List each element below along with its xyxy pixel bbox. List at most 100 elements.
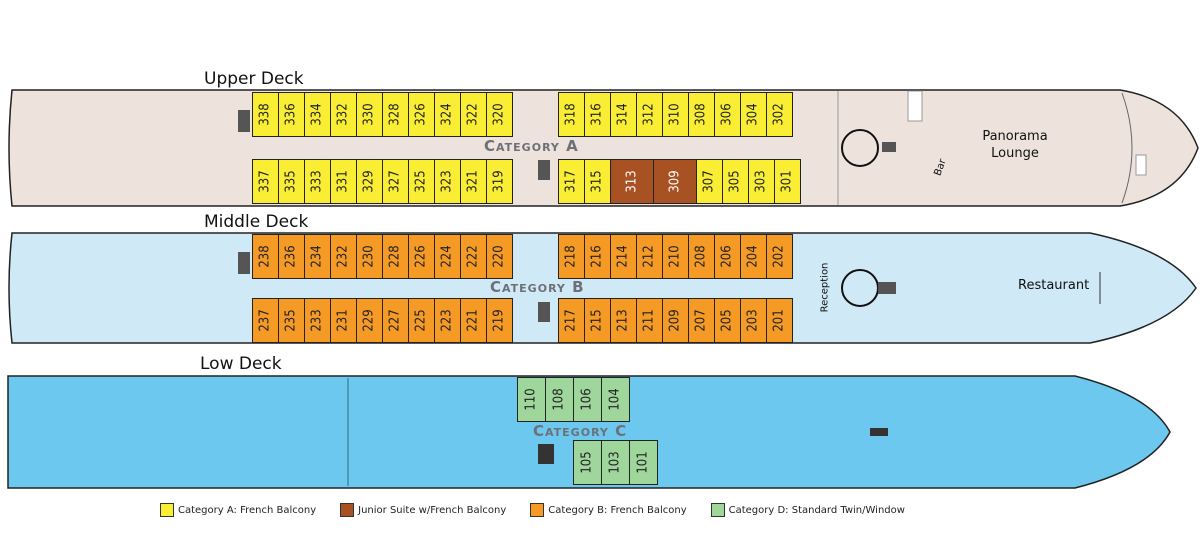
cabin[interactable]: 217 [558,298,585,343]
cabin[interactable]: 321 [460,159,487,204]
cabin[interactable]: 301 [774,159,801,204]
cabin[interactable]: 104 [601,377,630,422]
cabin[interactable]: 315 [584,159,611,204]
cabin[interactable]: 228 [382,234,409,279]
cabin[interactable]: 326 [408,92,435,137]
cabin[interactable]: 303 [748,159,775,204]
cabin[interactable]: 322 [460,92,487,137]
cabin[interactable]: 233 [304,298,331,343]
cabin[interactable]: 226 [408,234,435,279]
cabin[interactable]: 238 [252,234,279,279]
cabin[interactable]: 231 [330,298,357,343]
cabin[interactable]: 203 [740,298,767,343]
cabin[interactable]: 205 [714,298,741,343]
cabin[interactable]: 103 [601,440,630,485]
cabin[interactable]: 105 [573,440,602,485]
cabin[interactable]: 214 [610,234,637,279]
cabin[interactable]: 332 [330,92,357,137]
cabin[interactable]: 222 [460,234,487,279]
cabin[interactable]: 337 [252,159,279,204]
cabin[interactable]: 108 [545,377,574,422]
cabin[interactable]: 325 [408,159,435,204]
cabin[interactable]: 318 [558,92,585,137]
cabin[interactable]: 202 [766,234,793,279]
cabin[interactable]: 232 [330,234,357,279]
middle-bottom-left-row: 237 235 233 231 229 227 225 223 221 219 [252,298,513,343]
legend: Category A: French Balcony Junior Suite … [160,503,929,517]
junior-suite-cabin[interactable]: 309 [653,159,697,204]
cabin[interactable]: 236 [278,234,305,279]
cabin[interactable]: 209 [662,298,689,343]
panorama-lounge-label: Panorama Lounge [982,129,1048,161]
cabin[interactable]: 324 [434,92,461,137]
cabin[interactable]: 106 [573,377,602,422]
cabin[interactable]: 230 [356,234,383,279]
cabin[interactable]: 319 [486,159,513,204]
cabin[interactable]: 317 [558,159,585,204]
cabin[interactable]: 328 [382,92,409,137]
cabin[interactable]: 224 [434,234,461,279]
upper-top-left-row: 338 336 334 332 330 328 326 324 322 320 [252,92,513,137]
cabin[interactable]: 225 [408,298,435,343]
cabin[interactable]: 211 [636,298,663,343]
cabin[interactable]: 207 [688,298,715,343]
cabin[interactable]: 308 [688,92,715,137]
cabin[interactable]: 312 [636,92,663,137]
cabin[interactable]: 327 [382,159,409,204]
upper-top-right-row: 318 316 314 312 310 308 306 304 302 [558,92,793,137]
cabin[interactable]: 219 [486,298,513,343]
cabin[interactable]: 310 [662,92,689,137]
legend-swatch [530,503,545,517]
cabin[interactable]: 208 [688,234,715,279]
low-bottom-row: 105 103 101 [573,440,658,485]
category-c-label: Category C [533,422,628,440]
cabin[interactable]: 305 [722,159,749,204]
upper-bottom-right-row: 317 315 313 309 307 305 303 301 [558,159,801,204]
restaurant-label: Restaurant [1018,278,1090,293]
cabin[interactable]: 306 [714,92,741,137]
cabin[interactable]: 323 [434,159,461,204]
cabin[interactable]: 110 [517,377,546,422]
cabin[interactable]: 307 [696,159,723,204]
cabin[interactable]: 215 [584,298,611,343]
cabin[interactable]: 314 [610,92,637,137]
cabin[interactable]: 218 [558,234,585,279]
cabin[interactable]: 334 [304,92,331,137]
cabin[interactable]: 212 [636,234,663,279]
cabin[interactable]: 330 [356,92,383,137]
cabin[interactable]: 210 [662,234,689,279]
reception-label: Reception [819,262,831,313]
cabin[interactable]: 213 [610,298,637,343]
cabin[interactable]: 101 [629,440,658,485]
cabin[interactable]: 227 [382,298,409,343]
cabin[interactable]: 302 [766,92,793,137]
cabin[interactable]: 234 [304,234,331,279]
cabin[interactable]: 333 [304,159,331,204]
cabin[interactable]: 220 [486,234,513,279]
cabin[interactable]: 206 [714,234,741,279]
cabin[interactable]: 204 [740,234,767,279]
category-a-label: Category A [484,137,579,155]
cabin[interactable]: 335 [278,159,305,204]
legend-item: Junior Suite w/French Balcony [340,503,506,517]
middle-deck-label: Middle Deck [204,212,309,232]
cabin[interactable]: 229 [356,298,383,343]
cabin[interactable]: 235 [278,298,305,343]
cabin[interactable]: 338 [252,92,279,137]
cabin[interactable]: 216 [584,234,611,279]
middle-top-right-row: 218 216 214 212 210 208 206 204 202 [558,234,793,279]
cabin[interactable]: 329 [356,159,383,204]
cabin[interactable]: 223 [434,298,461,343]
cabin[interactable]: 316 [584,92,611,137]
cabin[interactable]: 331 [330,159,357,204]
cabin[interactable]: 237 [252,298,279,343]
cabin[interactable]: 336 [278,92,305,137]
middle-top-left-row: 238 236 234 232 230 228 226 224 222 220 [252,234,513,279]
cabin[interactable]: 221 [460,298,487,343]
junior-suite-cabin[interactable]: 313 [610,159,654,204]
legend-item: Category D: Standard Twin/Window [710,503,905,517]
cabin[interactable]: 320 [486,92,513,137]
cabin[interactable]: 201 [766,298,793,343]
legend-swatch [160,503,174,517]
cabin[interactable]: 304 [740,92,767,137]
